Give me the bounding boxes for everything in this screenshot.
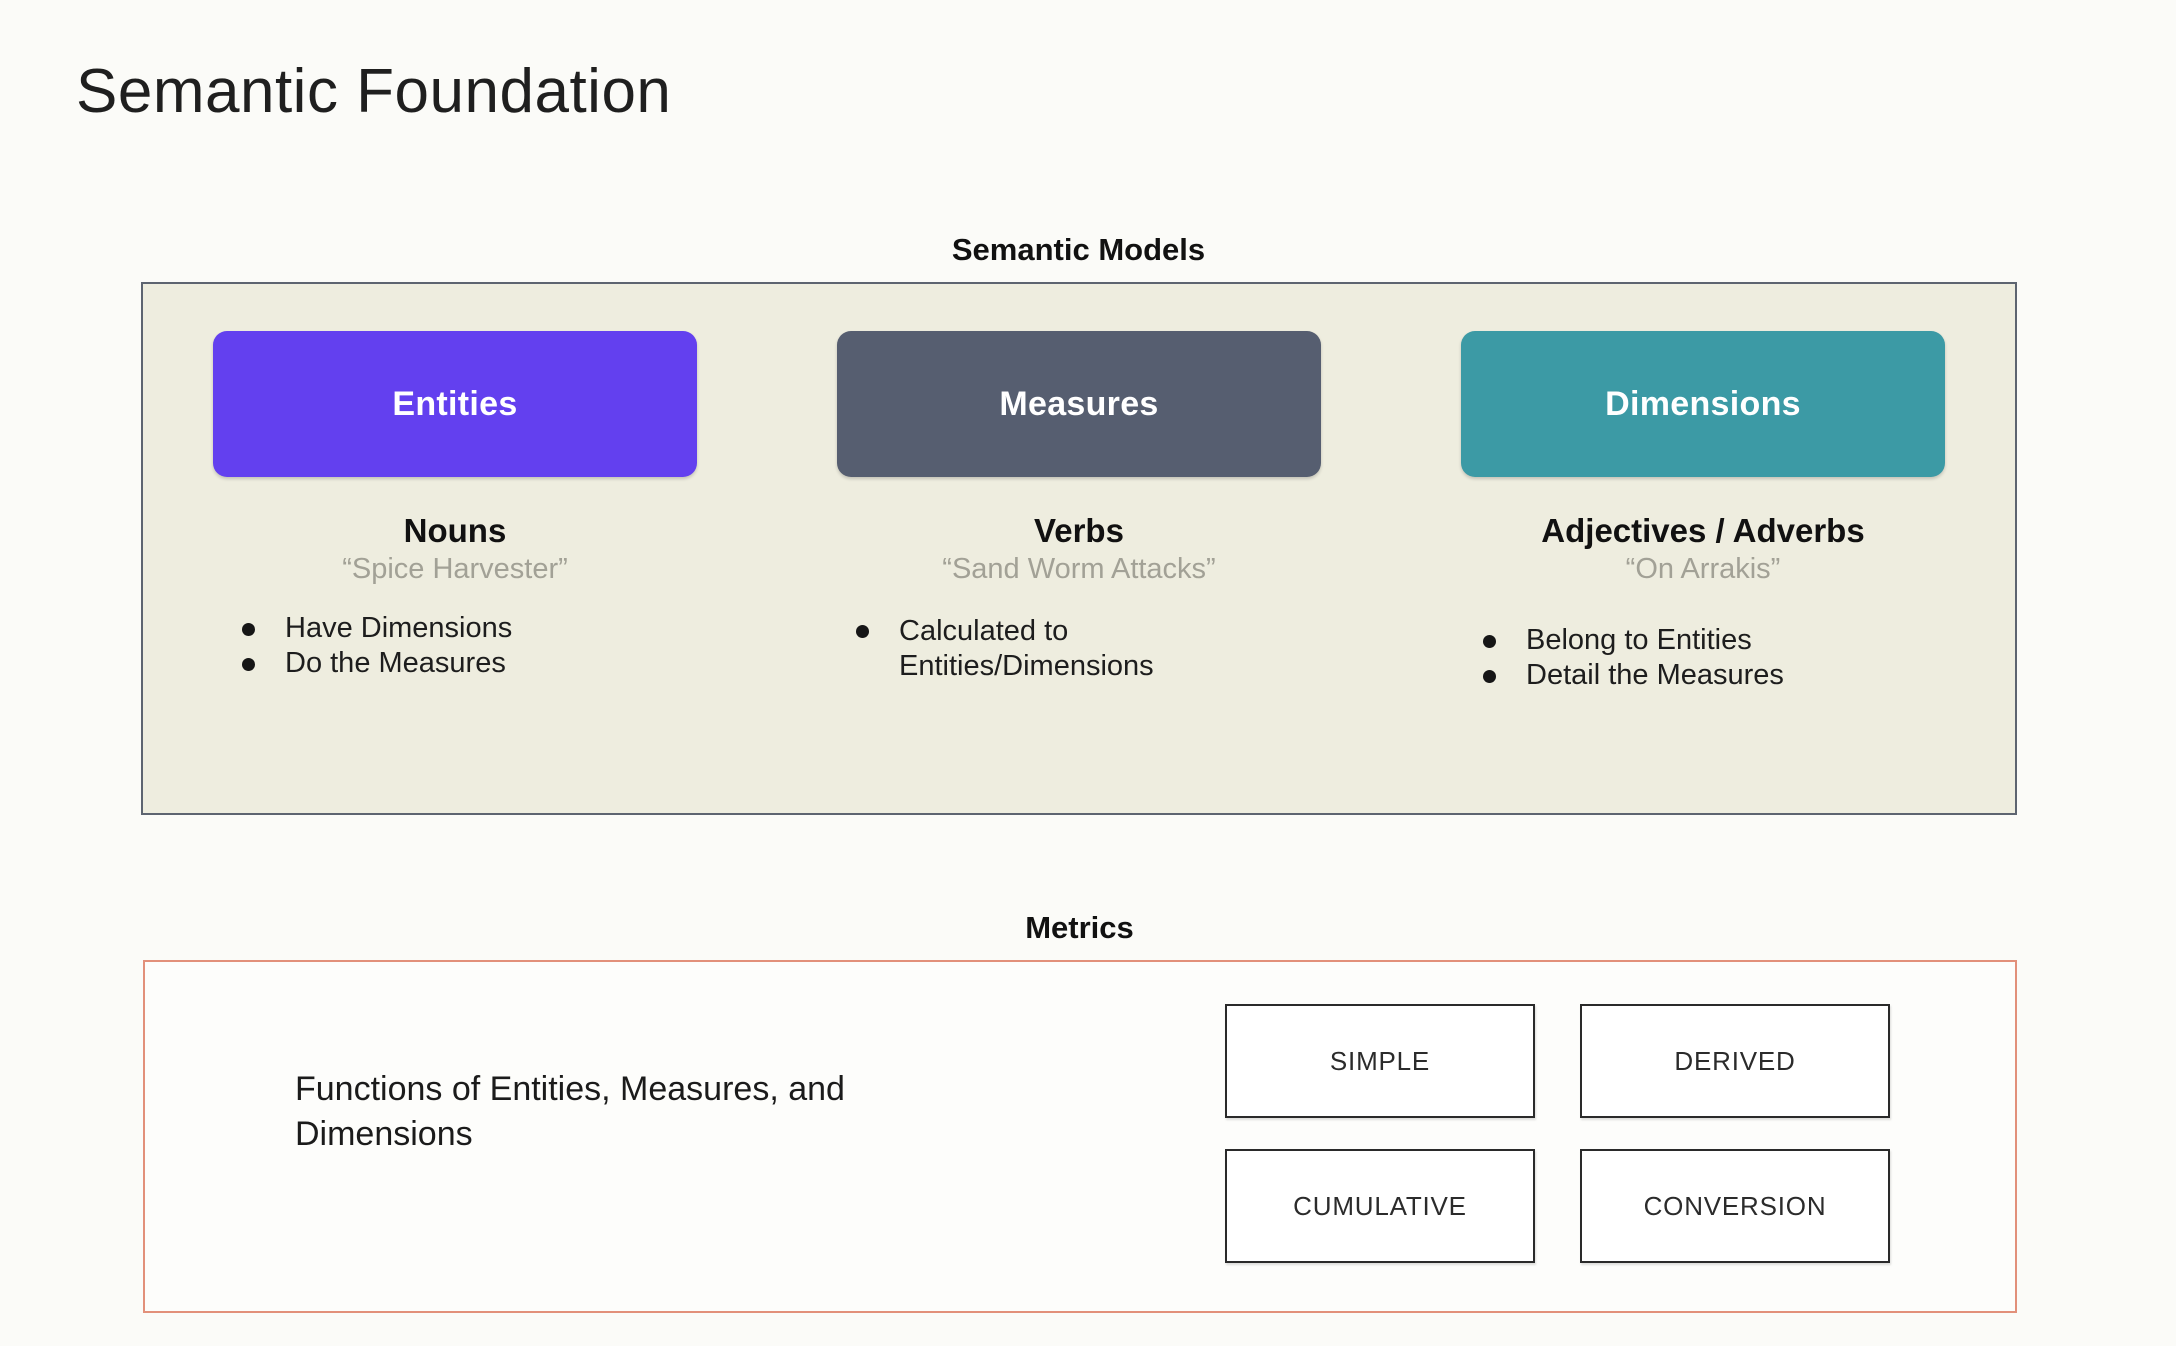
dimensions-chip-label: Dimensions: [1605, 384, 1801, 423]
metrics-description: Functions of Entities, Measures, and Dim…: [295, 1070, 845, 1153]
entities-chip-label: Entities: [392, 384, 518, 423]
metrics-panel: Functions of Entities, Measures, and Dim…: [143, 960, 2017, 1313]
list-item-label: Calculated to Entities/Dimensions: [899, 615, 1154, 682]
metric-type-label: CUMULATIVE: [1293, 1190, 1467, 1221]
measures-part-of-speech: Verbs: [1034, 512, 1124, 549]
bullet-dot-icon: [242, 623, 255, 637]
model-column-entities: Entities Nouns “Spice Harvester” Have Di…: [143, 284, 767, 813]
metric-type-conversion[interactable]: CONVERSION: [1580, 1149, 1890, 1263]
measures-chip-label: Measures: [999, 384, 1159, 423]
bullet-dot-icon: [856, 625, 869, 639]
semantic-models-panel: Entities Nouns “Spice Harvester” Have Di…: [141, 282, 2017, 815]
measures-example: “Sand Worm Attacks”: [942, 552, 1216, 585]
list-item: Calculated to Entities/Dimensions: [799, 614, 1229, 682]
dimensions-part-of-speech: Adjectives / Adverbs: [1541, 512, 1865, 549]
measures-bullet-list: Calculated to Entities/Dimensions: [799, 612, 1423, 682]
page-title: Semantic Foundation: [76, 57, 672, 126]
semantic-models-columns: Entities Nouns “Spice Harvester” Have Di…: [143, 284, 2015, 813]
metric-type-cumulative[interactable]: CUMULATIVE: [1225, 1149, 1535, 1263]
dimensions-bullet-list: Belong to Entities Detail the Measures: [1426, 622, 2050, 691]
metric-type-label: SIMPLE: [1329, 1045, 1431, 1076]
model-column-measures: Measures Verbs “Sand Worm Attacks” Calcu…: [767, 284, 1391, 813]
dimensions-example: “On Arrakis”: [1625, 552, 1781, 585]
list-item: Belong to Entities: [1426, 624, 2050, 656]
metric-type-derived[interactable]: DERIVED: [1580, 1004, 1890, 1118]
list-item-label: Belong to Entities: [1526, 624, 1752, 657]
bullet-dot-icon: [1483, 669, 1496, 683]
metrics-type-grid: SIMPLE DERIVED CUMULATIVE CONVERSION: [1225, 1004, 1890, 1263]
metric-type-label: CONVERSION: [1643, 1190, 1827, 1221]
metric-type-label: DERIVED: [1674, 1045, 1796, 1076]
list-item: Detail the Measures: [1426, 659, 2050, 691]
entities-chip[interactable]: Entities: [213, 331, 697, 477]
metric-type-simple[interactable]: SIMPLE: [1225, 1004, 1535, 1118]
list-item: Have Dimensions: [185, 612, 809, 644]
entities-part-of-speech: Nouns: [403, 512, 507, 549]
measures-chip[interactable]: Measures: [837, 331, 1321, 477]
bullet-dot-icon: [242, 657, 255, 671]
list-item-label: Do the Measures: [285, 646, 506, 679]
dimensions-chip[interactable]: Dimensions: [1461, 331, 1945, 477]
bullet-dot-icon: [1483, 635, 1496, 649]
semantic-models-caption: Semantic Models: [951, 232, 1206, 267]
metrics-caption: Metrics: [1025, 910, 1134, 945]
model-column-dimensions: Dimensions Adjectives / Adverbs “On Arra…: [1391, 284, 2015, 813]
entities-example: “Spice Harvester”: [342, 552, 568, 585]
list-item-label: Have Dimensions: [285, 612, 513, 645]
entities-bullet-list: Have Dimensions Do the Measures: [185, 610, 809, 679]
list-item-label: Detail the Measures: [1526, 658, 1784, 691]
list-item: Do the Measures: [185, 647, 809, 679]
